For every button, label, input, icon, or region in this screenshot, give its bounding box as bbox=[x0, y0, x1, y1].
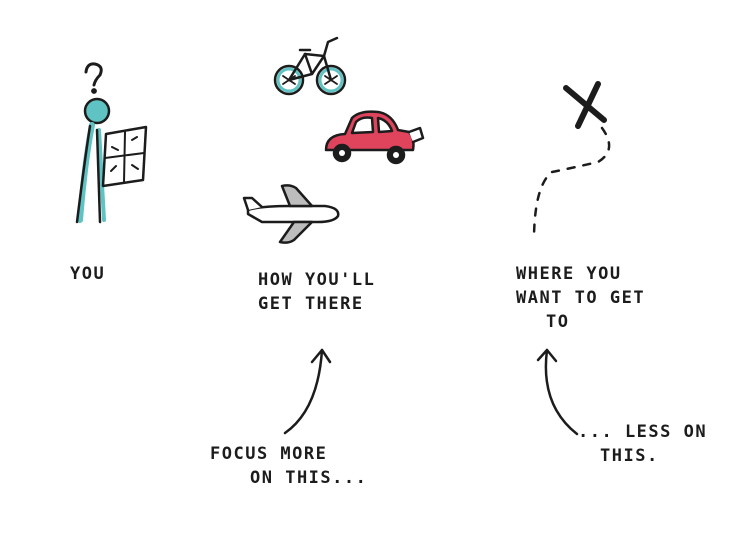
question-mark-icon bbox=[84, 62, 103, 94]
label-where-you-want-to-get-to: WHERE YOU WANT TO GET TO bbox=[516, 262, 645, 334]
label-less-on-this: ... LESS ON THIS. bbox=[578, 420, 707, 468]
label-where-line-1: WHERE YOU bbox=[516, 264, 622, 284]
airplane-icon bbox=[242, 184, 340, 244]
label-how-line-2: GET THERE bbox=[258, 294, 364, 314]
label-you: YOU bbox=[70, 262, 105, 286]
label-where-line-2: WANT TO GET bbox=[516, 288, 646, 308]
label-focus-line-1: FOCUS MORE bbox=[210, 444, 328, 464]
bicycle-icon bbox=[273, 36, 347, 96]
label-focus-more-on-this: FOCUS MORE ON THIS... bbox=[210, 442, 367, 490]
dashed-path-icon bbox=[532, 126, 611, 238]
car-icon bbox=[324, 110, 425, 165]
label-less-line-1: ... LESS ON bbox=[578, 422, 708, 442]
label-less-line-2: THIS. bbox=[600, 446, 659, 466]
label-focus-line-2: ON THIS... bbox=[250, 468, 368, 488]
label-where-line-3: TO bbox=[546, 312, 570, 332]
label-you-text: YOU bbox=[70, 264, 106, 284]
x-mark-icon bbox=[563, 81, 607, 129]
label-how-you-get-there: HOW YOU'LL GET THERE bbox=[258, 268, 375, 316]
person-with-map-icon bbox=[75, 97, 148, 224]
arrow-icon bbox=[536, 348, 579, 436]
arrow-icon bbox=[283, 348, 332, 435]
label-how-line-1: HOW YOU'LL bbox=[258, 270, 376, 290]
